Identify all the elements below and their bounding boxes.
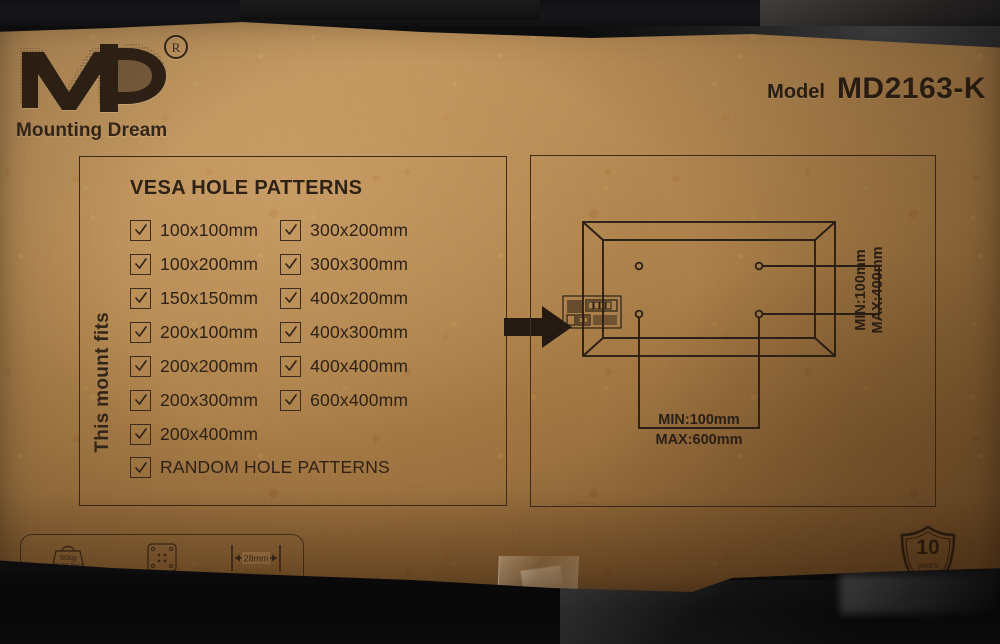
checkbox-checked xyxy=(130,457,151,478)
vesa-plate-icon xyxy=(147,543,177,572)
option-label: 150x150mm xyxy=(160,287,259,308)
model-value: MD2163-K xyxy=(836,72,986,105)
option-label: 200x200mm xyxy=(160,355,259,376)
svg-text:MAX:600mm: MAX:600mm xyxy=(655,432,742,448)
checkbox-checked xyxy=(130,253,151,275)
vertical-dimension-labels: MIN:100mm MAX:400mm xyxy=(853,246,886,333)
option-label: 300x200mm xyxy=(310,219,409,240)
mounting-hole-icon xyxy=(634,261,764,319)
box-scuff-mark xyxy=(509,498,627,558)
vesa-option: 200x100mm xyxy=(130,315,258,349)
checkbox-checked xyxy=(280,321,302,343)
weight-icon-line-1: 60kg xyxy=(60,553,76,562)
tv-diagram-panel: MIN:100mm MAX:400mm MIN:100mm MAX:600mm xyxy=(530,155,936,507)
option-label: 600x400mm xyxy=(310,389,409,410)
background-highlight xyxy=(840,574,1000,614)
vesa-option: 300x300mm xyxy=(280,247,408,281)
svg-text:MIN:100mm: MIN:100mm xyxy=(853,249,869,330)
vesa-option: 400x400mm xyxy=(280,349,408,383)
tv-ports-block-icon xyxy=(562,295,622,329)
model-number-block: Model MD2163-K xyxy=(767,72,986,106)
svg-text:MAX:400mm: MAX:400mm xyxy=(870,246,886,333)
checkbox-checked xyxy=(130,355,151,377)
brand-name: Mounting Dream xyxy=(16,120,168,141)
svg-text:MIN:100mm: MIN:100mm xyxy=(658,412,739,428)
vesa-option: 300x200mm xyxy=(280,213,408,247)
vesa-option: 600x400mm xyxy=(280,383,408,417)
checkbox-checked xyxy=(280,253,302,275)
checkbox-checked xyxy=(280,355,302,377)
horizontal-dimension-labels: MIN:100mm MAX:600mm xyxy=(655,412,742,448)
panel-title: VESA HOLE PATTERNS xyxy=(130,177,363,199)
vesa-option: 400x200mm xyxy=(280,281,408,315)
option-label: 300x300mm xyxy=(310,253,409,274)
option-label: 200x400mm xyxy=(160,423,259,444)
option-label: 200x100mm xyxy=(160,321,259,342)
background-object-right xyxy=(760,0,1000,26)
tv-back-panel-diagram: MIN:100mm MAX:400mm MIN:100mm MAX:600mm xyxy=(531,156,935,506)
vesa-option: 100x100mm xyxy=(130,213,258,247)
registered-trademark-icon: R xyxy=(164,35,188,59)
checkbox-checked xyxy=(130,423,151,445)
vesa-option: 100x200mm xyxy=(130,247,258,281)
background-bottom-surface xyxy=(0,574,1000,644)
svg-text:R: R xyxy=(172,40,181,55)
brand-logo: R Mounting Dream xyxy=(14,30,204,141)
option-label: RANDOM HOLE PATTERNS xyxy=(160,457,390,477)
checkbox-checked xyxy=(280,219,302,241)
vesa-option: 200x200mm xyxy=(130,349,258,383)
vesa-option: 200x400mm xyxy=(130,417,258,451)
checkbox-checked xyxy=(280,287,302,309)
option-label: 100x100mm xyxy=(160,219,259,240)
vesa-options-column-1: 100x100mm 100x200mm 150x150mm 200x100mm 200x… xyxy=(130,213,258,451)
vesa-option: 400x300mm xyxy=(280,315,408,349)
vesa-hole-patterns-panel: VESA HOLE PATTERNS 100x100mm 100x200mm 150… xyxy=(79,156,507,506)
background-blurred-object-left xyxy=(240,0,540,20)
checkbox-checked xyxy=(280,389,302,411)
arrow-right-icon xyxy=(504,304,574,350)
model-label: Model xyxy=(767,81,825,103)
checkbox-checked xyxy=(130,321,151,343)
distance-to-wall-icon: 28mm xyxy=(231,545,281,571)
checkbox-checked xyxy=(130,219,151,241)
checkbox-checked xyxy=(130,389,151,411)
warranty-years-number: 10 xyxy=(916,536,940,559)
random-hole-patterns-option: RANDOM HOLE PATTERNS xyxy=(130,457,390,478)
option-label: 400x300mm xyxy=(310,321,409,342)
vesa-options-column-2: 300x200mm 300x300mm 400x200mm 400x300mm 400x… xyxy=(280,213,408,451)
cardboard-box-face: R Mounting Dream Model MD2163-K VESA HOL… xyxy=(0,22,1000,592)
vesa-option: 150x150mm xyxy=(130,281,258,315)
md-monogram-logo-icon: R xyxy=(19,35,188,112)
distance-icon-label: 28mm xyxy=(243,554,268,564)
vesa-option: 200x300mm xyxy=(130,383,258,417)
option-label: 400x400mm xyxy=(310,355,409,376)
this-mount-fits-label: This mount fits xyxy=(92,312,113,453)
option-label: 100x200mm xyxy=(160,253,259,274)
option-label: 200x300mm xyxy=(160,389,259,410)
vesa-options-columns: 100x100mm 100x200mm 150x150mm 200x100mm 200x… xyxy=(130,213,500,451)
checkbox-checked xyxy=(130,287,151,309)
option-label: 400x200mm xyxy=(310,287,409,308)
background-sheen xyxy=(560,580,1000,644)
